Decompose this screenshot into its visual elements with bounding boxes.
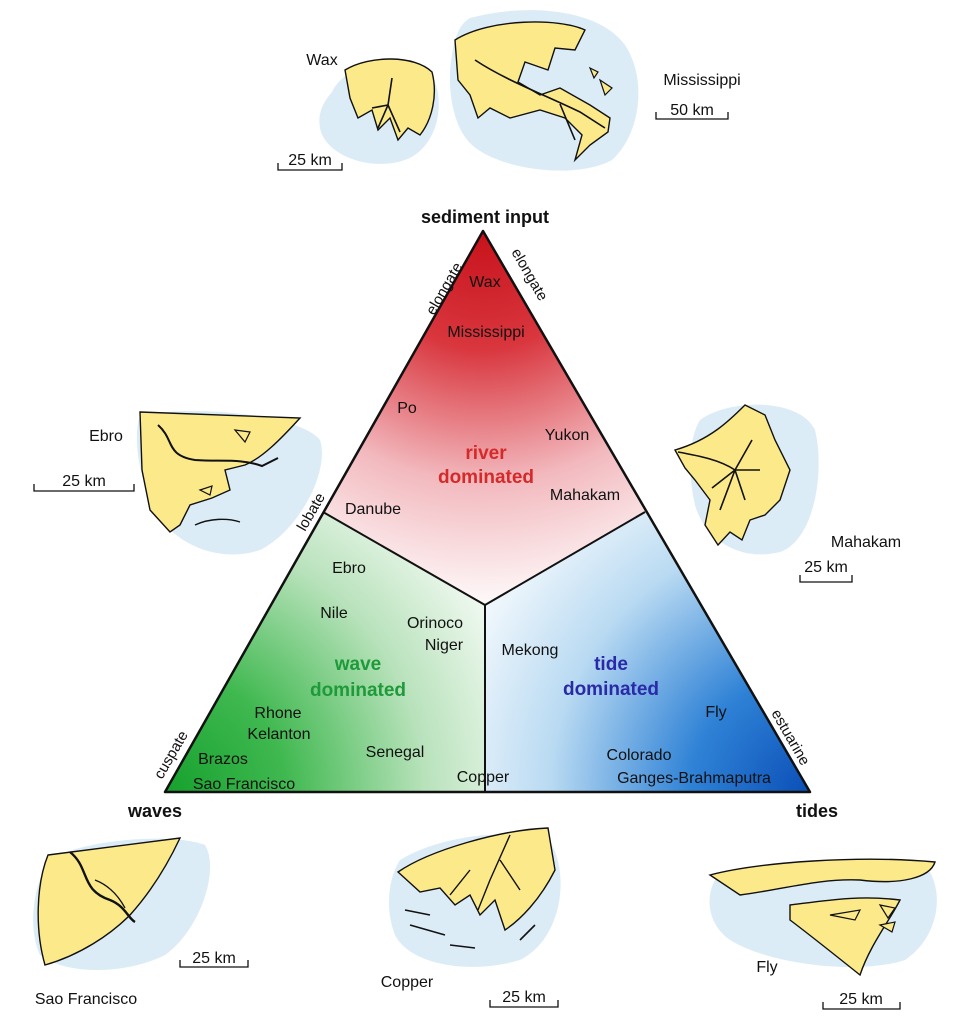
delta-label-brazos: Brazos	[198, 751, 248, 768]
map-fly-title: Fly	[756, 959, 777, 976]
region-dividers	[322, 511, 646, 792]
map-mississippi-scale: 50 km	[670, 102, 714, 119]
map-copper: Copper 25 km	[381, 827, 561, 1008]
map-sao-francisco-scale: 25 km	[192, 950, 236, 967]
map-wax-scale: 25 km	[288, 152, 332, 169]
delta-label-wax: Wax	[469, 274, 500, 291]
svg-text:dominated: dominated	[438, 467, 534, 488]
corner-label-right: tides	[796, 801, 838, 821]
map-wax: Wax 25 km	[277, 52, 439, 171]
delta-label-mahakam: Mahakam	[550, 487, 620, 504]
delta-label-rhone: Rhone	[254, 705, 301, 722]
delta-label-colorado: Colorado	[607, 747, 672, 764]
svg-text:tide: tide	[594, 654, 628, 675]
corner-label-top: sediment input	[421, 207, 549, 227]
delta-label-orinoco: Orinoco	[407, 615, 463, 632]
delta-label-po: Po	[397, 400, 417, 417]
map-ebro-title: Ebro	[89, 428, 123, 445]
wave-region	[165, 512, 485, 792]
map-wax-title: Wax	[306, 52, 337, 69]
svg-text:dominated: dominated	[310, 680, 406, 701]
delta-label-mekong: Mekong	[502, 642, 559, 659]
delta-label-sao-francisco: Sao Francisco	[193, 776, 295, 793]
svg-text:river: river	[465, 443, 507, 464]
river-region-title: river dominated	[438, 443, 534, 488]
svg-text:wave: wave	[334, 654, 381, 675]
wave-region-title: wave dominated	[310, 654, 406, 701]
map-copper-scale: 25 km	[502, 989, 546, 1006]
map-mississippi-title: Mississippi	[663, 72, 740, 89]
ternary-triangle	[163, 229, 812, 794]
river-region	[323, 231, 645, 605]
tide-region	[485, 512, 810, 792]
map-mahakam: Mahakam 25 km	[673, 404, 901, 583]
delta-label-yukon: Yukon	[545, 427, 589, 444]
map-mahakam-scale: 25 km	[804, 559, 848, 576]
delta-label-fly: Fly	[705, 704, 726, 721]
corner-label-left: waves	[127, 801, 182, 821]
delta-label-kelanton: Kelanton	[247, 726, 310, 743]
map-fly: Fly 25 km	[708, 858, 937, 1010]
map-ebro: Ebro 25 km	[33, 411, 322, 555]
map-mississippi: Mississippi 50 km	[449, 10, 741, 171]
delta-labels: Wax Mississippi Po Yukon Mahakam Danube …	[193, 274, 771, 793]
tide-region-title: tide dominated	[563, 654, 659, 700]
delta-label-nile: Nile	[320, 605, 348, 622]
map-sao-francisco-title: Sao Francisco	[35, 991, 137, 1008]
delta-label-niger: Niger	[425, 637, 464, 654]
map-sao-francisco: Sao Francisco 25 km	[33, 837, 249, 1008]
map-fly-scale: 25 km	[839, 991, 883, 1008]
map-copper-title: Copper	[381, 974, 434, 991]
svg-text:dominated: dominated	[563, 679, 659, 700]
delta-label-danube: Danube	[345, 501, 401, 518]
delta-label-copper: Copper	[457, 769, 510, 786]
map-ebro-scale: 25 km	[62, 473, 106, 490]
delta-label-mississippi: Mississippi	[447, 324, 524, 341]
delta-label-ebro: Ebro	[332, 560, 366, 577]
delta-label-ganges-brahmaputra: Ganges-Brahmaputra	[617, 770, 771, 787]
map-mahakam-title: Mahakam	[831, 534, 901, 551]
delta-label-senegal: Senegal	[366, 744, 425, 761]
